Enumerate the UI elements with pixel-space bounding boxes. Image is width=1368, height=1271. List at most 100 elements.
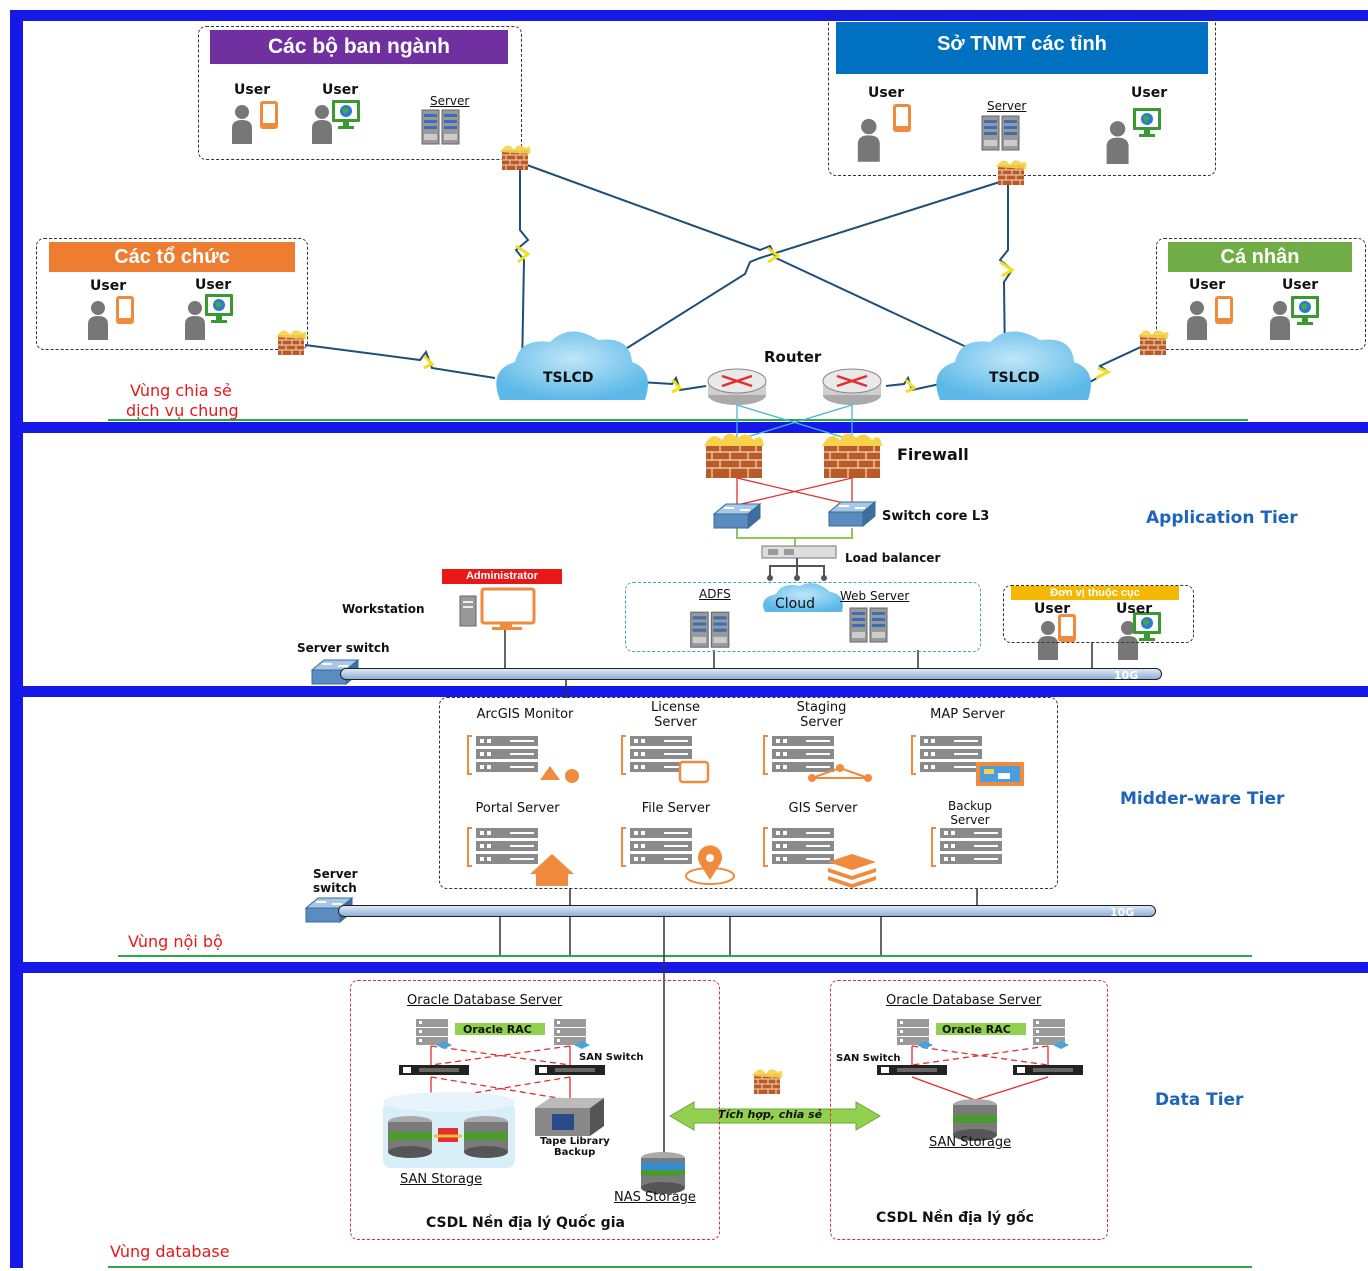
middleware-switch-label-1: Server xyxy=(313,867,358,881)
tier-border-2 xyxy=(10,686,1368,697)
ministries-server-label: Server xyxy=(430,94,470,108)
unit-user1-label: User xyxy=(1034,601,1071,617)
left-san-switch-label: SAN Switch xyxy=(579,1052,644,1063)
right-db-title: Oracle Database Server xyxy=(886,993,1042,1008)
provinces-user1-label: User xyxy=(868,85,905,101)
middleware-server-name: ArcGIS Monitor xyxy=(476,707,574,722)
server-switch-label: Server switch xyxy=(297,641,390,655)
orgs-user1-label: User xyxy=(90,278,127,294)
middleware-server-name: Staging Server xyxy=(796,700,847,730)
internal-zone-label: Vùng nội bộ xyxy=(128,932,223,951)
left-db-title: Oracle Database Server xyxy=(407,993,563,1008)
firewall-label: Firewall xyxy=(897,445,969,464)
share-zone-label-2: dịch vụ chung xyxy=(126,401,239,420)
load-balancer-label: Load balancer xyxy=(845,551,941,565)
cloud-services-box xyxy=(625,582,981,652)
wan-link xyxy=(885,375,941,392)
pin-badge-icon xyxy=(685,845,735,885)
unit-box xyxy=(1003,585,1194,643)
cloud-right-label: TSLCD xyxy=(989,370,1040,386)
home-badge-icon xyxy=(530,854,574,886)
workstation-label: Workstation xyxy=(342,602,425,616)
unit-user2-label: User xyxy=(1116,601,1153,617)
ministries-user2-label: User xyxy=(322,82,359,98)
tier-border-1 xyxy=(10,422,1368,433)
middleware-server-bus xyxy=(338,905,1156,917)
right-san-switch-label: SAN Switch xyxy=(836,1053,901,1064)
right-db-box xyxy=(830,980,1108,1240)
middleware-box xyxy=(439,697,1058,889)
integration-arrow xyxy=(669,1101,881,1131)
cloud-left-label: TSLCD xyxy=(543,370,594,386)
individuals-user2-label: User xyxy=(1282,277,1319,293)
middleware-server-name: GIS Server xyxy=(788,801,858,816)
wan-link xyxy=(526,164,1006,366)
router-label: Router xyxy=(764,348,822,366)
license-badge-icon xyxy=(678,760,710,784)
middleware-server-name: Backup Server xyxy=(948,799,992,827)
integration-label: Tích hợp, chia sẻ xyxy=(718,1108,823,1121)
network-badge-icon xyxy=(808,764,872,782)
application-tier-label: Application Tier xyxy=(1146,508,1298,528)
right-rac-label: Oracle RAC xyxy=(942,1023,1011,1036)
left-rac-label: Oracle RAC xyxy=(463,1023,532,1036)
workstation-icon xyxy=(459,587,536,630)
middleware-bus-speed: 10G xyxy=(1110,906,1135,919)
map-badge-icon xyxy=(976,762,1024,786)
ministries-user1-label: User xyxy=(234,82,271,98)
wan-link xyxy=(304,344,496,379)
data-tier-label: Data Tier xyxy=(1155,1090,1244,1110)
individuals-user1-label: User xyxy=(1189,277,1226,293)
app-server-bus xyxy=(340,668,1162,680)
zone-line-share xyxy=(108,419,1248,421)
zone-line-database xyxy=(108,1266,1252,1268)
provinces-header: Sở TNMT các tỉnh xyxy=(836,22,1208,74)
app-bus-speed: 10G xyxy=(1114,669,1139,682)
middleware-tier-label: Midder-ware Tier xyxy=(1120,789,1285,809)
provinces-user2-label: User xyxy=(1131,85,1168,101)
middleware-server-name: MAP Server xyxy=(930,707,1005,722)
right-caption: CSDL Nền địa lý gốc xyxy=(876,1210,1034,1226)
left-db-box xyxy=(350,980,720,1240)
wan-link xyxy=(639,375,707,392)
shapes-badge-icon xyxy=(540,766,560,780)
administrator-badge: Administrator xyxy=(442,569,562,584)
ministries-header: Các bộ ban ngành xyxy=(210,30,508,64)
nas-storage-label: NAS Storage xyxy=(614,1190,696,1205)
middleware-server-name: License Server xyxy=(650,700,700,730)
web-server-label: Web Server xyxy=(840,589,910,603)
share-zone-label-1: Vùng chia sẻ xyxy=(130,381,232,400)
database-zone-label: Vùng database xyxy=(110,1242,230,1261)
middleware-switch-label-2: switch xyxy=(313,881,357,895)
middleware-server-name: File Server xyxy=(641,801,711,816)
wan-link xyxy=(599,179,1007,366)
tier-border-left xyxy=(10,10,23,1268)
switch-core-label: Switch core L3 xyxy=(882,509,990,524)
individuals-box xyxy=(1156,238,1366,350)
right-rac-bar xyxy=(936,1023,1026,1035)
left-rac-bar xyxy=(455,1023,545,1035)
tier-border-top xyxy=(10,10,1368,21)
wan-link xyxy=(514,160,530,371)
router-icon xyxy=(822,368,882,405)
orgs-user2-label: User xyxy=(195,277,232,293)
orgs-box xyxy=(36,238,308,350)
load-balancer-icon xyxy=(761,545,837,581)
tape-library-icon xyxy=(535,1098,604,1136)
adfs-label: ADFS xyxy=(699,587,731,601)
right-san-storage-label: SAN Storage xyxy=(929,1135,1012,1150)
cloud-label: Cloud xyxy=(775,596,815,612)
unit-header: Đơn vị thuộc cục xyxy=(1011,586,1179,600)
individuals-header: Cá nhân xyxy=(1168,242,1352,272)
orgs-header: Các tổ chức xyxy=(49,242,295,272)
router-icon xyxy=(707,368,767,405)
left-caption: CSDL Nền địa lý Quốc gia xyxy=(426,1215,625,1231)
tape-label-2: Backup xyxy=(554,1147,596,1158)
tier-border-3 xyxy=(10,962,1368,973)
middleware-server-name: Portal Server xyxy=(475,801,560,816)
